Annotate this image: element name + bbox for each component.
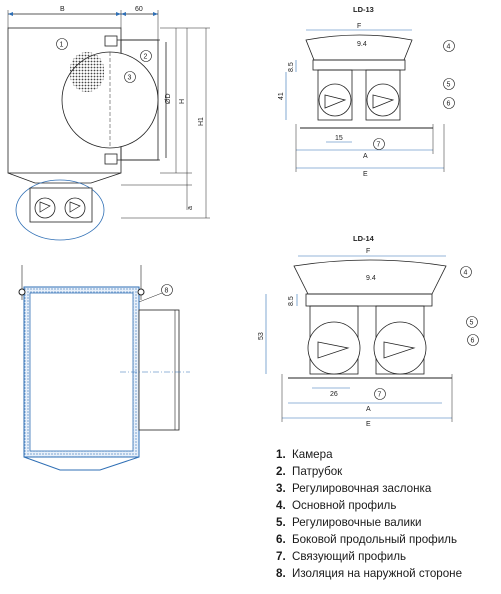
ld13-callouts	[373, 40, 455, 150]
ld13-f: F	[357, 23, 361, 30]
ld13-e: E	[363, 171, 368, 178]
legend-list: 1. Камера 2. Патрубок 3. Регулировочная зас…	[276, 446, 498, 582]
ld13-title: LD-13	[353, 5, 374, 14]
ld13-callout-5: 5	[447, 82, 451, 89]
dim-h1: H1	[198, 117, 205, 126]
ld14-f: F	[366, 248, 370, 255]
legend-item: 2. Патрубок	[276, 463, 498, 480]
ld13-roller: 15	[335, 135, 343, 142]
side-view-dim-arrows	[8, 12, 158, 16]
ld14-callouts	[374, 266, 479, 400]
ld14-e: E	[366, 421, 371, 428]
legend-num: 5.	[276, 516, 286, 529]
legend-label: Регулировочные валики	[292, 516, 422, 529]
legend-label: Связующий профиль	[292, 550, 407, 563]
ld14-drawing	[265, 255, 453, 422]
legend-num: 2.	[276, 465, 286, 478]
ld13-callout-text: 4 5 6 7	[377, 44, 451, 149]
side-view-drawing	[7, 10, 210, 241]
callout-8: 8	[165, 288, 169, 295]
callout-2: 2	[144, 54, 148, 61]
ld14-callout-text: 4 5 6 7	[378, 270, 475, 399]
ld13-pitch: 9.4	[357, 41, 367, 48]
dim-b: B	[60, 6, 65, 13]
ld14-gap: 8.5	[288, 296, 295, 306]
ld14-callout-4: 4	[464, 270, 468, 277]
legend-num: 6.	[276, 533, 286, 546]
ld14-a: A	[366, 406, 371, 413]
ld14-height: 53	[258, 332, 265, 340]
ld14-callout-6: 6	[471, 338, 475, 345]
ld13-drawing	[285, 29, 445, 172]
ld13-callout-6: 6	[447, 101, 451, 108]
ld14-labels: LD-14 F 9.4 8.5 53 26 A E	[258, 234, 376, 428]
callout-1: 1	[60, 42, 64, 49]
legend-label: Изоляция на наружной стороне	[292, 567, 463, 580]
ld13-gap: 8.5	[288, 62, 295, 72]
side-view-callout-text: 1 2 3	[60, 42, 148, 82]
ld14-title: LD-14	[353, 234, 375, 243]
ld14-callout-5: 5	[470, 320, 474, 327]
dim-h: H	[179, 99, 186, 104]
ld13-callout-7: 7	[377, 142, 381, 149]
legend-label: Патрубок	[292, 465, 343, 478]
ld14-roller: 26	[330, 391, 338, 398]
legend-label: Основной профиль	[292, 499, 397, 512]
legend-num: 3.	[276, 482, 286, 495]
legend-num: 7.	[276, 550, 286, 563]
callout-3: 3	[128, 75, 132, 82]
legend-item: 8. Изоляция на наружной стороне	[276, 565, 498, 582]
legend-label: Боковой продольный профиль	[292, 533, 457, 546]
ld13-callout-4: 4	[447, 44, 451, 51]
legend-item: 1. Камера	[276, 446, 498, 463]
legend-item: 7. Связующий профиль	[276, 548, 498, 565]
legend-label: Регулировочная заслонка	[292, 482, 432, 495]
ld13-height: 41	[278, 92, 285, 100]
legend-item: 4. Основной профиль	[276, 497, 498, 514]
legend-item: 5. Регулировочные валики	[276, 514, 498, 531]
side-view-labels: B 60 ØD H H1 a	[60, 6, 205, 210]
ld13-labels: LD-13 F 9.4 8.5 41 15 A E	[278, 5, 374, 178]
damper-perforation	[70, 52, 104, 92]
legend-num: 4.	[276, 499, 286, 512]
legend-item: 6. Боковой продольный профиль	[276, 531, 498, 548]
legend-label: Камера	[292, 448, 333, 461]
dim-od: ØD	[165, 94, 172, 105]
legend-num: 8.	[276, 567, 286, 580]
section-view-drawing: 8	[18, 265, 190, 471]
side-view-callouts	[56, 38, 152, 83]
ld14-pitch: 9.4	[366, 275, 376, 282]
dim-a: a	[187, 206, 194, 210]
ld13-a: A	[363, 153, 368, 160]
legend-item: 3. Регулировочная заслонка	[276, 480, 498, 497]
legend-num: 1.	[276, 448, 286, 461]
dim-60: 60	[135, 6, 143, 13]
ld14-callout-7: 7	[378, 392, 382, 399]
